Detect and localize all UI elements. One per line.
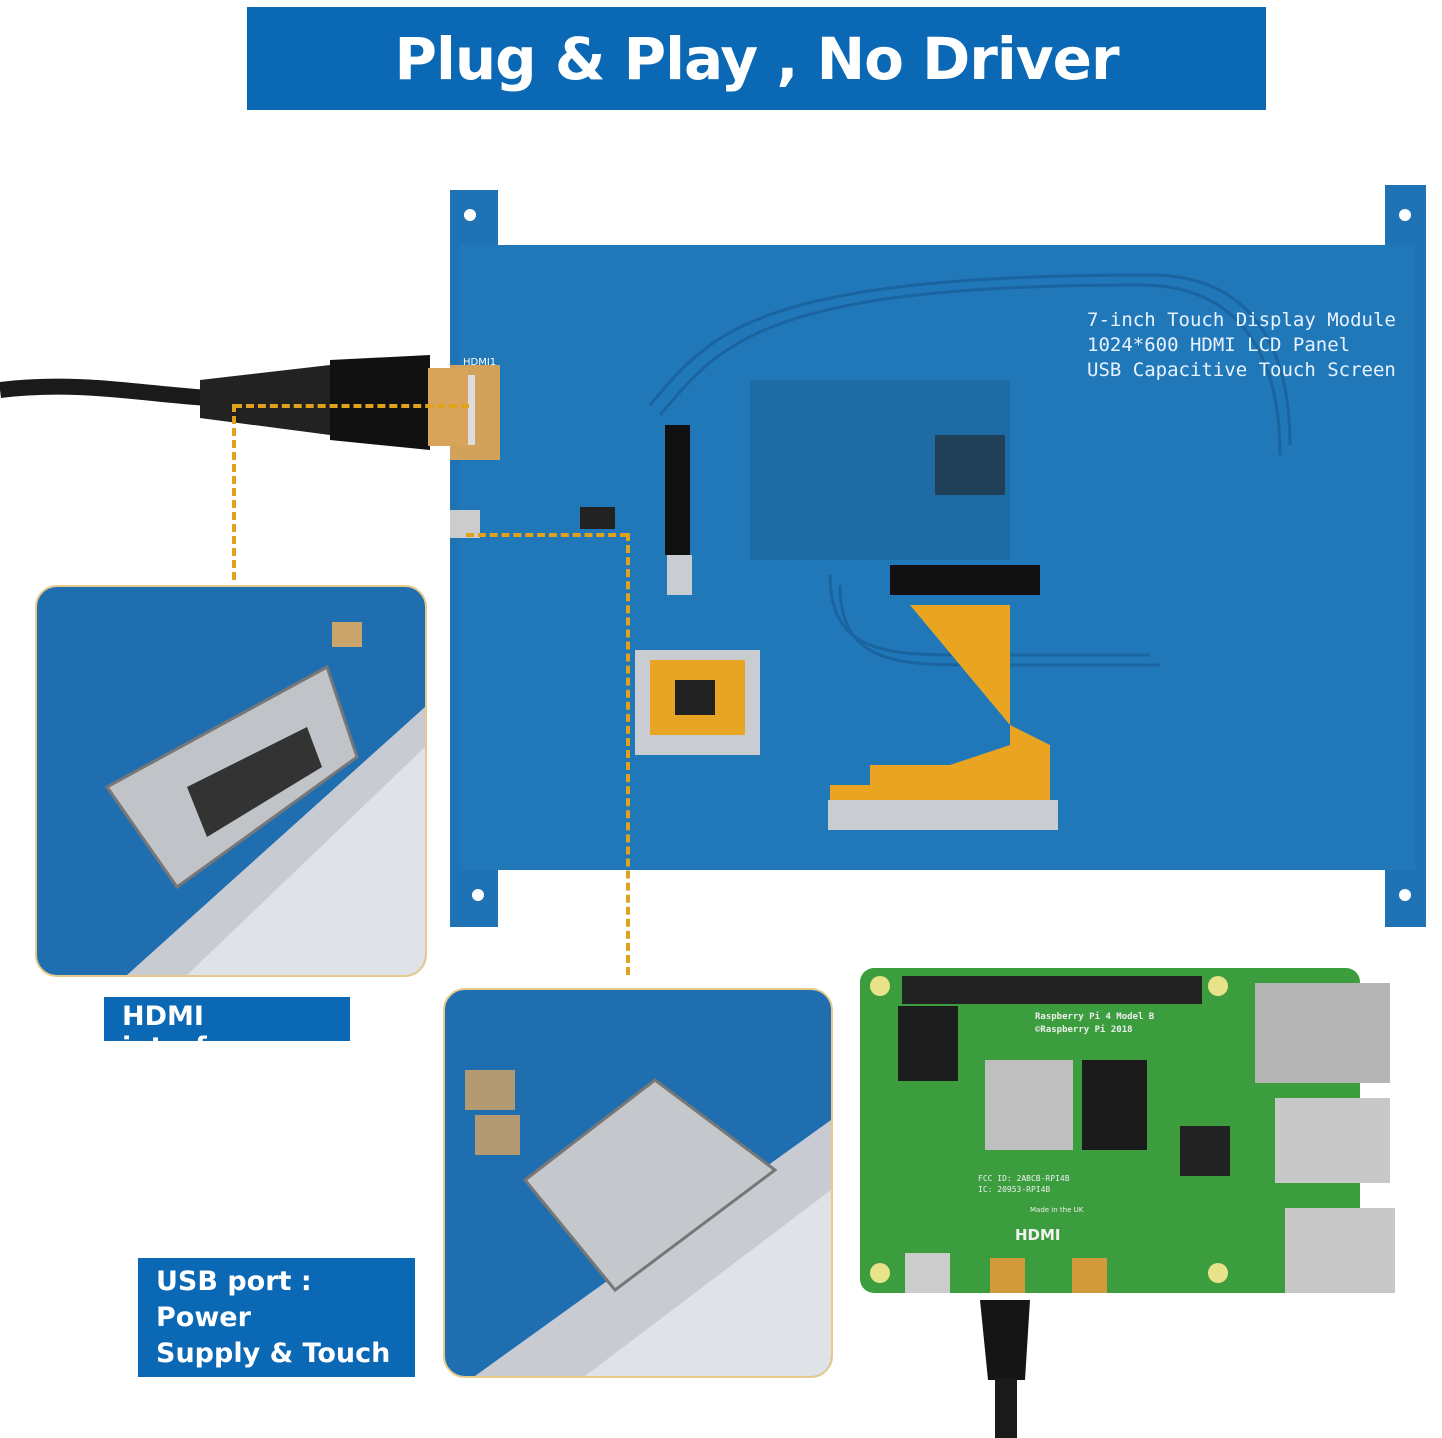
callout-line	[626, 533, 630, 975]
raspberry-pi-board: Raspberry Pi 4 Model B ©Raspberry Pi 201…	[860, 968, 1395, 1298]
hdmi-closeup-photo	[35, 585, 427, 977]
usb-label-line: Interface	[156, 1374, 295, 1405]
display-pcb	[450, 185, 1426, 927]
hdmi-logo: HDMI	[1015, 1226, 1061, 1244]
usb-closeup-photo	[443, 988, 833, 1378]
rpi-model-text: Raspberry Pi 4 Model B	[1035, 1012, 1155, 1022]
callout-line	[466, 533, 628, 537]
usb-label-line: USB port : Power	[156, 1266, 312, 1333]
callout-line	[232, 404, 236, 580]
headline-title: Plug & Play , No Driver	[394, 24, 1119, 93]
rpi-made-in: Made in the UK	[1030, 1206, 1084, 1214]
silkscreen-line: 1024*600 HDMI LCD Panel	[1087, 334, 1351, 356]
pcb-silkscreen: 7-inch Touch Display Module 1024*600 HDMI…	[1087, 308, 1396, 383]
usb-port-label: USB port : Power Supply & Touch Interfac…	[138, 1258, 415, 1405]
callout-line	[234, 404, 469, 408]
usb-label-line: Supply & Touch	[156, 1338, 391, 1369]
hdmi-port-label: HDMI1	[463, 357, 497, 368]
micro-hdmi-cable	[980, 1300, 1030, 1438]
silkscreen-line: USB Capacitive Touch Screen	[1087, 359, 1396, 381]
hdmi-interface-label: HDMI interface	[104, 997, 350, 1063]
headline-banner: Plug & Play , No Driver	[247, 7, 1266, 110]
rpi-fcc-id: FCC ID: 2ABCB-RPI4B	[978, 1174, 1070, 1183]
rpi-ic-id: IC: 20953-RPI4B	[978, 1185, 1051, 1194]
silkscreen-line: 7-inch Touch Display Module	[1087, 309, 1396, 331]
rpi-copyright-text: ©Raspberry Pi 2018	[1035, 1025, 1133, 1035]
